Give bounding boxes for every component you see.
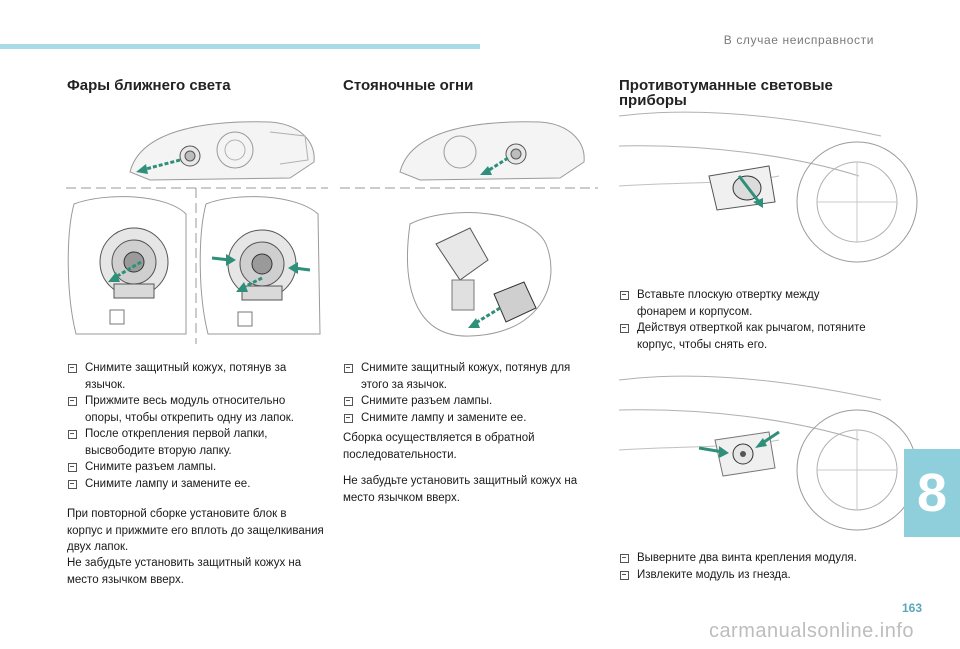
headlamp-illustration-parking (399, 121, 585, 181)
fog-steps-module: Выверните два винта крепления модуля. Из… (619, 550, 871, 583)
list-item: Действуя отверткой как рычагом, потяните… (619, 320, 871, 353)
parking-cover-note: Не забудьте установить защитный кожух на… (343, 475, 578, 504)
parking-steps: Снимите защитный кожух, потянув для этог… (343, 360, 595, 426)
parking-reassembly-note: Сборка осуществляется в обратной последо… (343, 432, 535, 461)
watermark: carmanualsonline.info (708, 620, 914, 642)
headlamp-illustration-low-beam (129, 121, 315, 181)
list-item: Прижмите весь модуль относительно опоры,… (67, 393, 325, 426)
low-beam-title: Фары ближнего света (67, 77, 231, 94)
list-item: Вставьте плоскую отвертку между фонарем … (619, 287, 871, 320)
list-item: Снимите лампу и замените ее. (343, 410, 595, 427)
list-item: Снимите разъем лампы. (67, 459, 325, 476)
list-item: Снимите разъем лампы. (343, 393, 595, 410)
section-title: В случае неисправности (723, 33, 874, 47)
fog-lamp-bumper-illustration-1 (618, 111, 918, 263)
list-item: Снимите лампу и замените ее. (67, 476, 325, 493)
list-item: Снимите защитный кожух, потянув для этог… (343, 360, 595, 393)
fog-lamps-title-line2: приборы (619, 92, 687, 109)
header-accent-bar (0, 44, 480, 49)
page-number: 163 (901, 601, 922, 615)
fog-lamp-bumper-illustration-2 (618, 375, 918, 531)
fog-steps-removal: Вставьте плоскую отвертку между фонарем … (619, 287, 871, 353)
low-beam-cover-note: Не забудьте установить защитный кожух на… (67, 557, 302, 586)
list-item: Снимите защитный кожух, потянув за язычо… (67, 360, 325, 393)
parking-lights-title: Стояночные огни (343, 77, 474, 94)
low-beam-steps: Снимите защитный кожух, потянув за язычо… (67, 360, 325, 492)
low-beam-reassembly-note: При повторной сборке установите блок в к… (67, 508, 324, 553)
parking-bulb-diagram (340, 187, 598, 337)
bulb-removal-diagrams (66, 187, 328, 344)
fog-lamps-title-line1: Противотуманные световые (619, 77, 833, 94)
chapter-tab: 8 (904, 449, 960, 537)
list-item: Выверните два винта крепления модуля. (619, 550, 871, 567)
list-item: Извлеките модуль из гнезда. (619, 567, 871, 584)
list-item: После открепления первой лапки, высвобод… (67, 426, 325, 459)
